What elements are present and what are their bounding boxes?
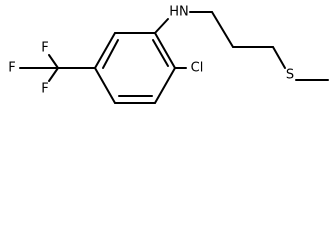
chemical-structure: HN Cl S F F F xyxy=(8,5,329,104)
ring-bond xyxy=(94,32,116,69)
chain-bond xyxy=(211,11,234,48)
bond-cf3-to-fluorine-3 xyxy=(48,67,59,82)
ring-bond xyxy=(94,67,116,104)
benzene-ring xyxy=(94,32,176,104)
fluorine-label-1: F xyxy=(41,41,48,56)
nitrogen-label: HN xyxy=(169,5,189,20)
ring-double-bond xyxy=(152,39,169,67)
ring-bond xyxy=(154,67,176,104)
fluorine-label-3: F xyxy=(41,82,48,97)
bond-cf3-to-fluorine-1 xyxy=(48,54,59,69)
ring-double-bond xyxy=(102,39,119,69)
sulfur-label: S xyxy=(286,68,294,83)
bond-ring-to-nitrogen xyxy=(154,18,169,34)
ring-bond xyxy=(154,32,176,69)
chlorine-label: Cl xyxy=(191,61,204,76)
fluorine-label-2: F xyxy=(8,61,15,76)
bond-chain-to-sulfur xyxy=(272,46,286,69)
